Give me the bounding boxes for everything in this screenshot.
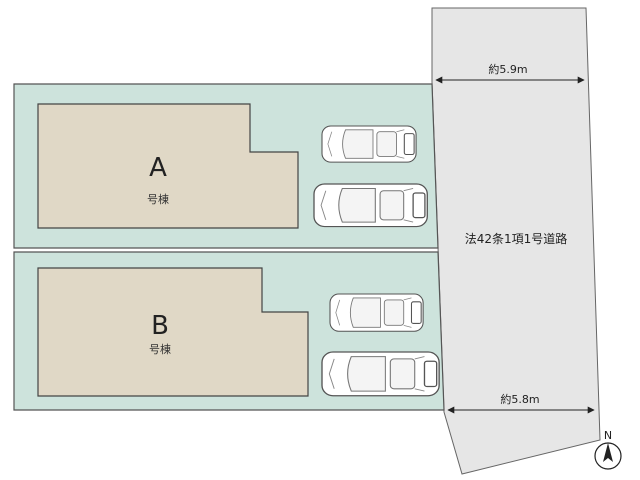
compass-label: N <box>604 429 612 442</box>
building-a <box>37 103 299 229</box>
building-b-letter: B <box>151 311 169 341</box>
parked-car <box>313 183 428 228</box>
building-a-label: 号棟 <box>147 192 169 206</box>
building-b <box>37 267 309 397</box>
dimension-bottom: 約5.8m <box>500 392 539 406</box>
parked-car <box>329 293 424 332</box>
north-arrow-icon <box>603 443 613 462</box>
building-a-letter: A <box>149 153 167 183</box>
road <box>431 7 601 475</box>
parked-car <box>321 351 440 397</box>
building-b-label: 号棟 <box>149 342 171 356</box>
road-label: 法42条1項1号道路 <box>465 231 568 246</box>
parked-car <box>321 125 417 163</box>
dimension-top: 約5.9m <box>488 62 527 76</box>
compass: N <box>594 429 622 470</box>
